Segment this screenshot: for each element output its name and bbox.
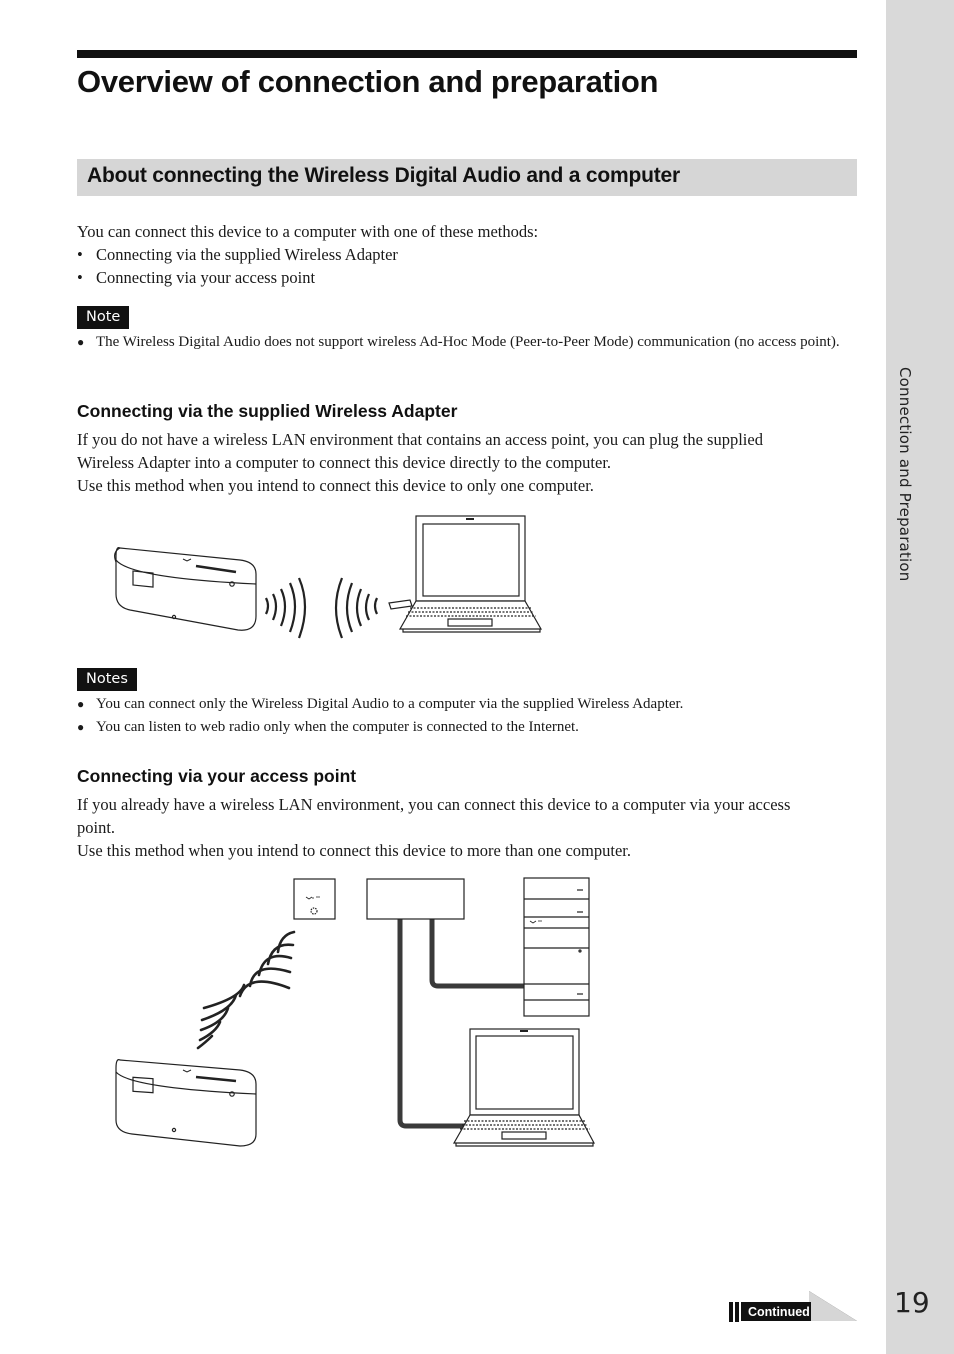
speaker-device-icon (115, 1059, 257, 1147)
access-point-heading: Connecting via your access point (77, 766, 357, 786)
notes-badge: Notes (77, 668, 137, 691)
wireless-waves-icon (265, 577, 378, 639)
wireless-adapter-icon (388, 599, 413, 610)
title-rule (77, 50, 857, 58)
router-icon (366, 878, 465, 920)
speaker-device-icon (114, 547, 257, 631)
continued-label: Continued (748, 1305, 810, 1319)
access-point-body-line: If you already have a wireless LAN envir… (77, 795, 791, 814)
desktop-tower-icon (523, 877, 590, 1017)
adapter-body-line: Wireless Adapter into a computer to conn… (77, 453, 612, 472)
page-number: 19 (894, 1286, 930, 1319)
adapter-body-line: Use this method when you intend to conne… (77, 476, 594, 495)
adapter-body-line: If you do not have a wireless LAN enviro… (77, 430, 763, 449)
note-item: ●The Wireless Digital Audio does not sup… (77, 334, 840, 350)
method-list-item: •Connecting via the supplied Wireless Ad… (77, 245, 398, 264)
section-heading: About connecting the Wireless Digital Au… (87, 164, 680, 187)
notes-item: ●You can connect only the Wireless Digit… (77, 696, 684, 712)
page-title: Overview of connection and preparation (77, 64, 659, 99)
intro-text: You can connect this device to a compute… (77, 222, 539, 241)
method-list-item: •Connecting via your access point (77, 268, 316, 287)
side-tab (886, 0, 954, 1354)
access-point-body-line: point. (77, 818, 116, 837)
laptop-icon (452, 1028, 596, 1147)
adapter-heading: Connecting via the supplied Wireless Ada… (77, 401, 458, 421)
wireless-waves-icon (196, 930, 296, 1050)
section-heading-bar: About connecting the Wireless Digital Au… (77, 159, 857, 196)
notes-item: ●You can listen to web radio only when t… (77, 719, 579, 735)
access-point-body-line: Use this method when you intend to conne… (77, 841, 631, 860)
access-point-icon (293, 878, 336, 920)
laptop-icon (398, 515, 543, 633)
note-badge: Note (77, 306, 130, 329)
side-tab-label: Connection and Preparation (896, 367, 914, 582)
